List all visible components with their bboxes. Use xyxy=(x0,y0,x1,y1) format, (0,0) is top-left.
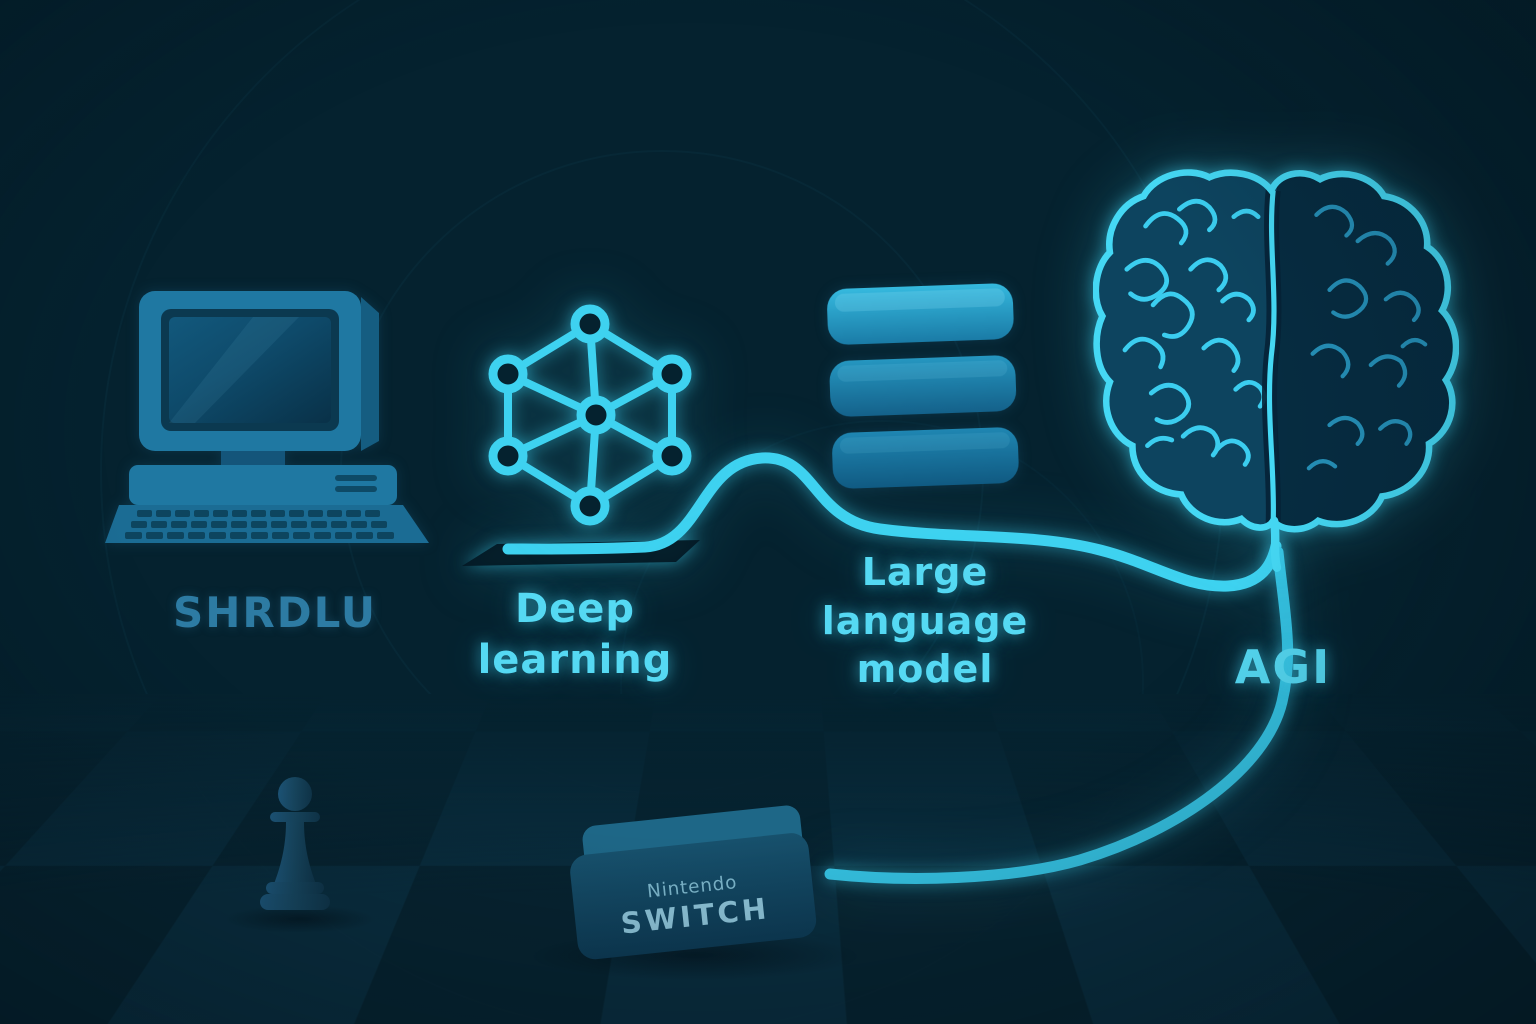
label-shrdlu: SHRDLU xyxy=(173,588,377,637)
retro-computer-icon xyxy=(105,291,429,543)
label-agi: AGI xyxy=(1234,640,1332,694)
neural-network-icon xyxy=(488,304,692,526)
brain-icon xyxy=(1093,169,1459,572)
database-stack-icon xyxy=(827,283,1019,489)
label-deep-learning: Deep learning xyxy=(477,586,673,684)
switch-console: Nintendo SWITCH xyxy=(570,805,817,960)
chess-pawn-icon xyxy=(260,777,330,910)
label-large-language-model: Large language model xyxy=(821,550,1029,692)
